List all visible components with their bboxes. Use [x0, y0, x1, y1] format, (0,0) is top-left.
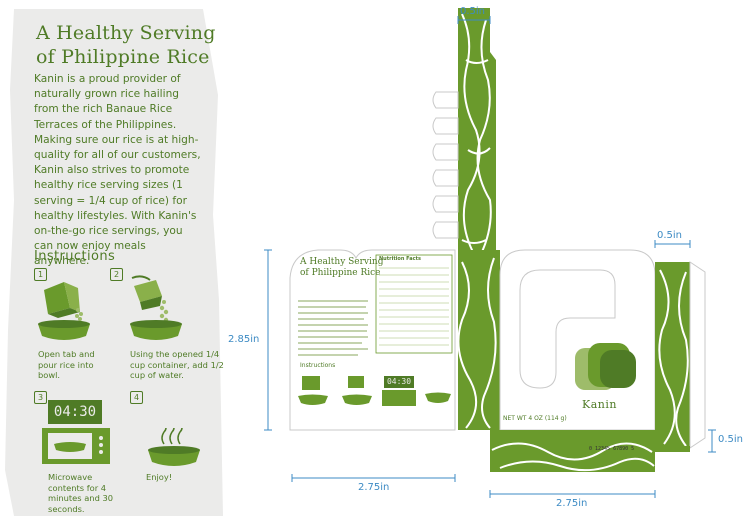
front-instructions-heading: Instructions: [300, 362, 336, 369]
dim-width-right: 2.75in: [556, 498, 588, 509]
dim-height: 2.85in: [228, 334, 260, 345]
front-title-line2: of Philippine Rice: [300, 268, 381, 278]
instructions-heading: Instructions: [34, 249, 116, 264]
info-panel: A Healthy Serving of Philippine Rice Kan…: [0, 0, 232, 525]
steaming-bowl-icon: [148, 428, 200, 466]
add-water-icon: [130, 275, 182, 340]
step-4-text: Enjoy!: [146, 472, 173, 482]
dim-right-side: 0.5in: [718, 434, 744, 445]
dim-top-tab: 0.5in: [460, 6, 486, 17]
front-title-line1: A Healthy Serving: [300, 257, 384, 267]
step-1-text: Open tab and pour rice into bowl.: [38, 349, 95, 380]
panel-background: [5, 9, 223, 516]
pour-rice-icon: [38, 282, 90, 340]
net-weight: NET WT 4 OZ (114 g): [503, 415, 567, 422]
step-3-number: 3: [34, 391, 47, 404]
microwave-timer: 04:30: [53, 404, 97, 420]
microwave-icon: [42, 400, 110, 464]
step-2-text: Using the opened 1/4 cup container, add …: [130, 349, 224, 380]
panel-title-line2: of Philippine Rice: [36, 46, 210, 68]
front-microwave-timer: 04:30: [386, 377, 412, 386]
step-1-number: 1: [34, 268, 47, 281]
brand-logo-text: Kanin: [582, 398, 617, 411]
panel-body-text: Kanin is a proud provider of naturally g…: [34, 73, 201, 268]
step-2-number: 2: [110, 268, 123, 281]
dim-width-left: 2.75in: [358, 482, 390, 493]
panel-title-line1: A Healthy Serving: [36, 22, 216, 44]
nutrition-heading: Nutrition Facts: [379, 256, 421, 262]
dim-right-tab: 0.5in: [657, 230, 683, 241]
step-4-number: 4: [130, 391, 143, 404]
barcode-number: 0 12345 67890 5: [589, 446, 635, 452]
step-3-text: Microwave contents for 4 minutes and 30 …: [48, 472, 114, 514]
